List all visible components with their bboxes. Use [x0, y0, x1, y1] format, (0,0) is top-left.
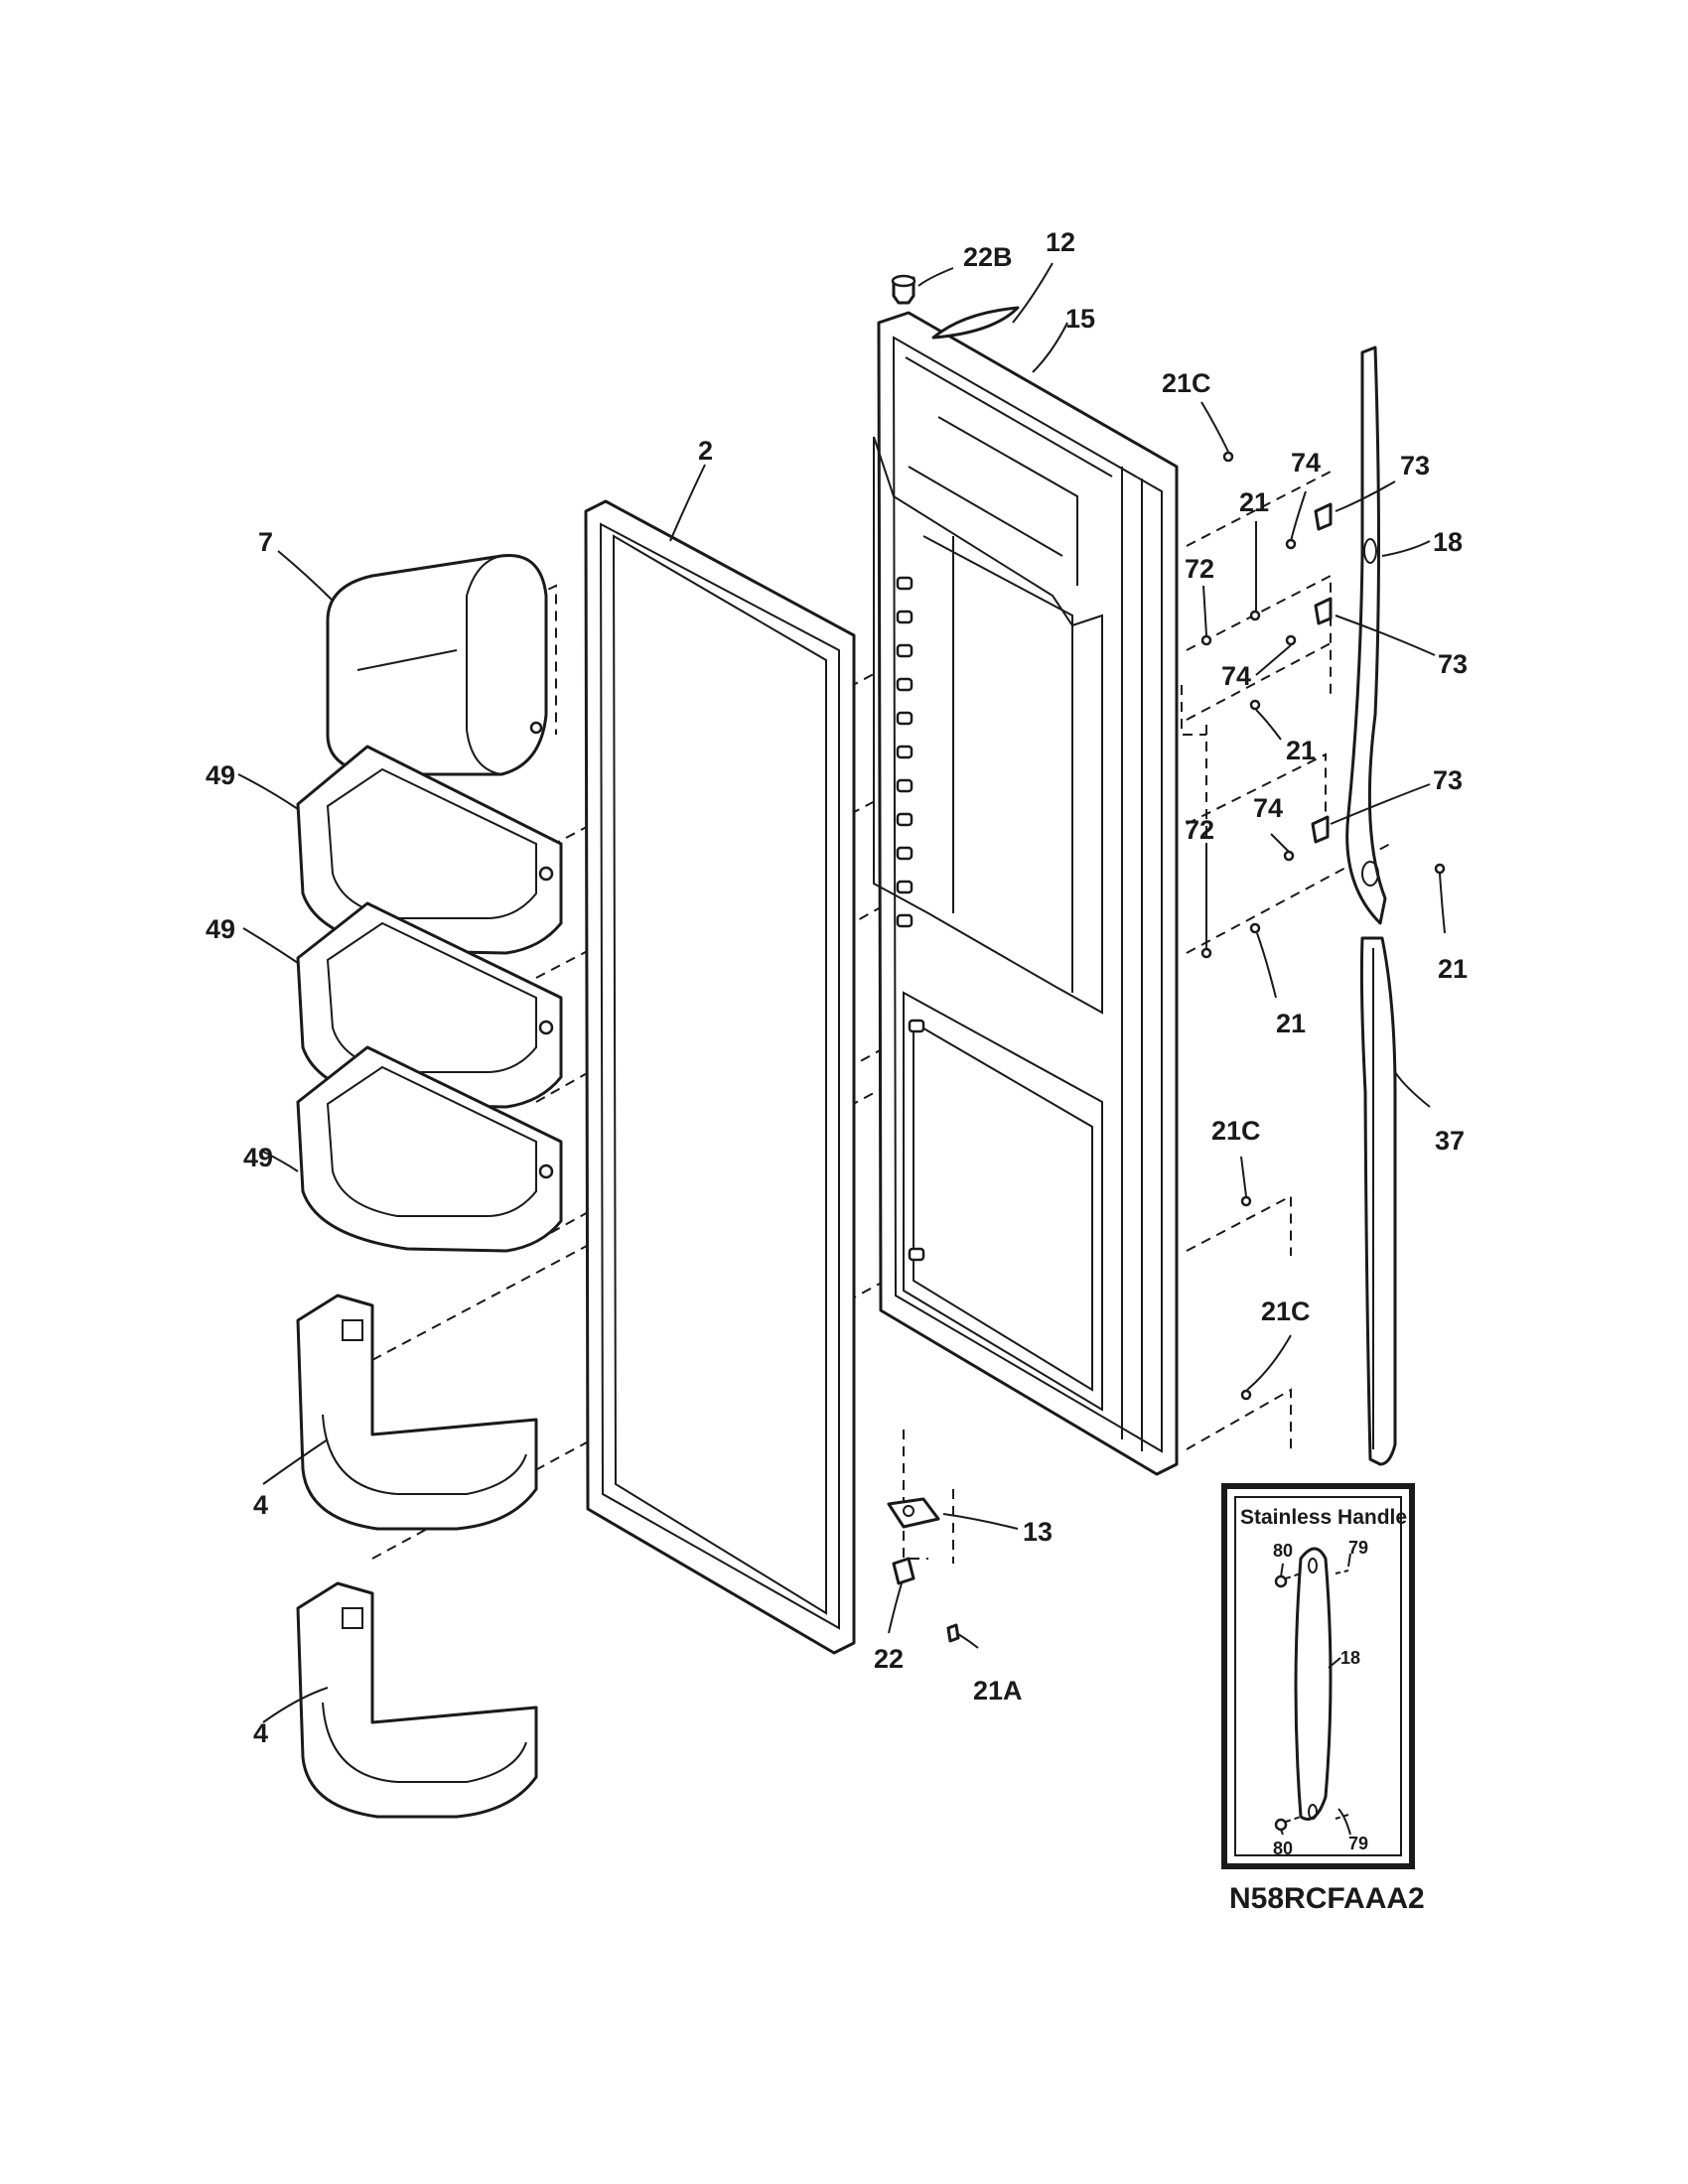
callout-21-b: 21 [1286, 736, 1316, 765]
inset-callout-80-bot: 80 [1273, 1839, 1293, 1858]
inset-callout-79-bot: 79 [1348, 1834, 1368, 1853]
door-bin-3 [296, 1045, 563, 1253]
callout-15: 15 [1065, 304, 1095, 334]
dairy-cover-part-7 [326, 554, 548, 776]
callout-4-a: 4 [253, 1490, 268, 1520]
callout-2: 2 [698, 436, 713, 466]
callout-73-c: 73 [1433, 765, 1463, 795]
stainless-handle-inset: Stainless Handle 80 79 18 80 79 [1221, 1483, 1415, 1869]
callout-37: 37 [1435, 1126, 1465, 1156]
callout-49-a: 49 [206, 760, 235, 790]
shallow-bin-1 [296, 1294, 538, 1531]
shelf-studs [896, 576, 925, 1262]
top-cap-part-22B [891, 274, 916, 305]
handle-brackets-part-73 [1311, 502, 1333, 844]
handle-part-18 [1345, 345, 1387, 925]
hinge-cover-part-12 [931, 306, 1020, 340]
callout-72-b: 72 [1185, 815, 1214, 845]
callout-21A: 21A [973, 1676, 1023, 1706]
callout-49-b: 49 [206, 914, 235, 944]
callout-12: 12 [1046, 227, 1075, 257]
inset-title: Stainless Handle [1240, 1506, 1407, 1529]
callout-74-b: 74 [1221, 661, 1251, 691]
callout-22: 22 [874, 1644, 904, 1674]
callout-21C-mid: 21C [1211, 1116, 1261, 1146]
callout-73-b: 73 [1438, 649, 1468, 679]
callout-21-d: 21 [1276, 1009, 1306, 1038]
bushing-part-22 [892, 1557, 915, 1585]
callout-49-c: 49 [243, 1143, 273, 1172]
lower-hinge-parts [887, 1497, 960, 1643]
callout-74-a: 74 [1291, 448, 1321, 478]
callout-21-a: 21 [1239, 487, 1269, 517]
inset-callout-80-top: 80 [1273, 1541, 1293, 1561]
inset-callout-18: 18 [1340, 1648, 1360, 1668]
callout-18: 18 [1433, 527, 1463, 557]
screws [1200, 451, 1446, 1401]
callout-74-c: 74 [1253, 793, 1283, 823]
door-gasket-part-2 [584, 499, 856, 1655]
callout-4-b: 4 [253, 1718, 268, 1748]
model-number: N58RCFAAA2 [1229, 1882, 1425, 1915]
callout-21C-low: 21C [1261, 1297, 1311, 1326]
callout-13: 13 [1023, 1517, 1053, 1547]
callout-7: 7 [258, 527, 273, 557]
shallow-bins-part-4 [296, 1294, 538, 1819]
inset-handle-part-18 [1294, 1547, 1333, 1821]
inset-callout-79-top: 79 [1348, 1538, 1368, 1558]
door-bin-1 [296, 745, 563, 955]
callout-73-a: 73 [1400, 451, 1430, 480]
door-bins-part-49 [296, 745, 563, 1253]
door-liner-part-15 [873, 311, 1179, 1476]
screw-part-21A [946, 1623, 960, 1643]
callout-72-a: 72 [1185, 554, 1214, 584]
leader-lines [237, 262, 1446, 1723]
callout-labels: 22B 12 15 21C 2 74 73 21 7 18 72 74 73 2… [206, 227, 1468, 1748]
callout-21-c: 21 [1438, 954, 1468, 984]
shallow-bin-2 [296, 1581, 538, 1819]
callout-21C-top: 21C [1162, 368, 1211, 398]
handle-trim-part-37 [1359, 936, 1397, 1466]
callout-22B: 22B [963, 242, 1013, 272]
